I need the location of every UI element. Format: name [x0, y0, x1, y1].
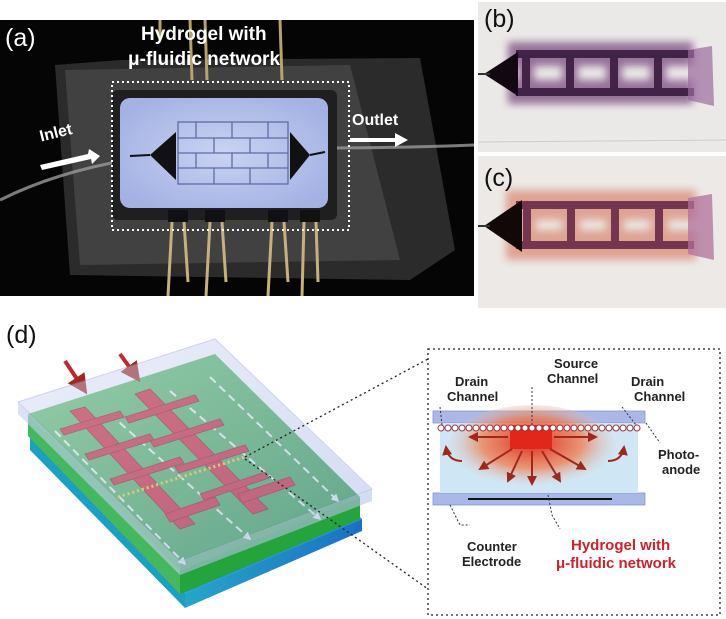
panel-a-label: (a) [5, 24, 36, 52]
panel-c-photo: (c) [478, 156, 726, 308]
panel-d-label: (d) [6, 321, 37, 349]
photoanode-label-1: Photo- [658, 447, 700, 462]
red-stain-photo [478, 156, 726, 308]
device-title-line2: μ-fluidic network [128, 49, 281, 70]
drain-channel-right-label-2: Channel [634, 389, 686, 404]
drain-channel-left-label-2: Channel [447, 389, 499, 404]
panel-c-label: (c) [484, 164, 514, 192]
source-channel-label-1: Source [554, 356, 599, 371]
device-3d-schematic [17, 338, 721, 616]
counter-electrode-label-1: Counter [467, 539, 517, 554]
inlet-arrow [40, 149, 100, 170]
panel-b-label: (b) [484, 5, 515, 33]
hydrogel-network-label-1: Hydrogel with [571, 537, 671, 554]
outlet-arrow [350, 133, 408, 147]
panel-a-photo: (a) Hydrogel with μ-fluidic network Inle… [0, 20, 474, 296]
panel-b-photo: (b) [478, 2, 726, 152]
source-channel-label-2: Channel [547, 371, 599, 386]
device-title-line1: Hydrogel with [141, 24, 267, 45]
outlet-label: Outlet [352, 112, 399, 129]
drain-channel-left-label-1: Drain [455, 374, 489, 389]
hydrogel-network-label-2: μ-fluidic network [556, 555, 677, 572]
counter-electrode-label-2: Electrode [462, 554, 522, 569]
hydrogel-device-photo [0, 20, 474, 296]
photoanode-label-2: anode [662, 462, 701, 477]
drain-channel-right-label-1: Drain [631, 374, 665, 389]
purple-stain-photo [478, 2, 726, 152]
